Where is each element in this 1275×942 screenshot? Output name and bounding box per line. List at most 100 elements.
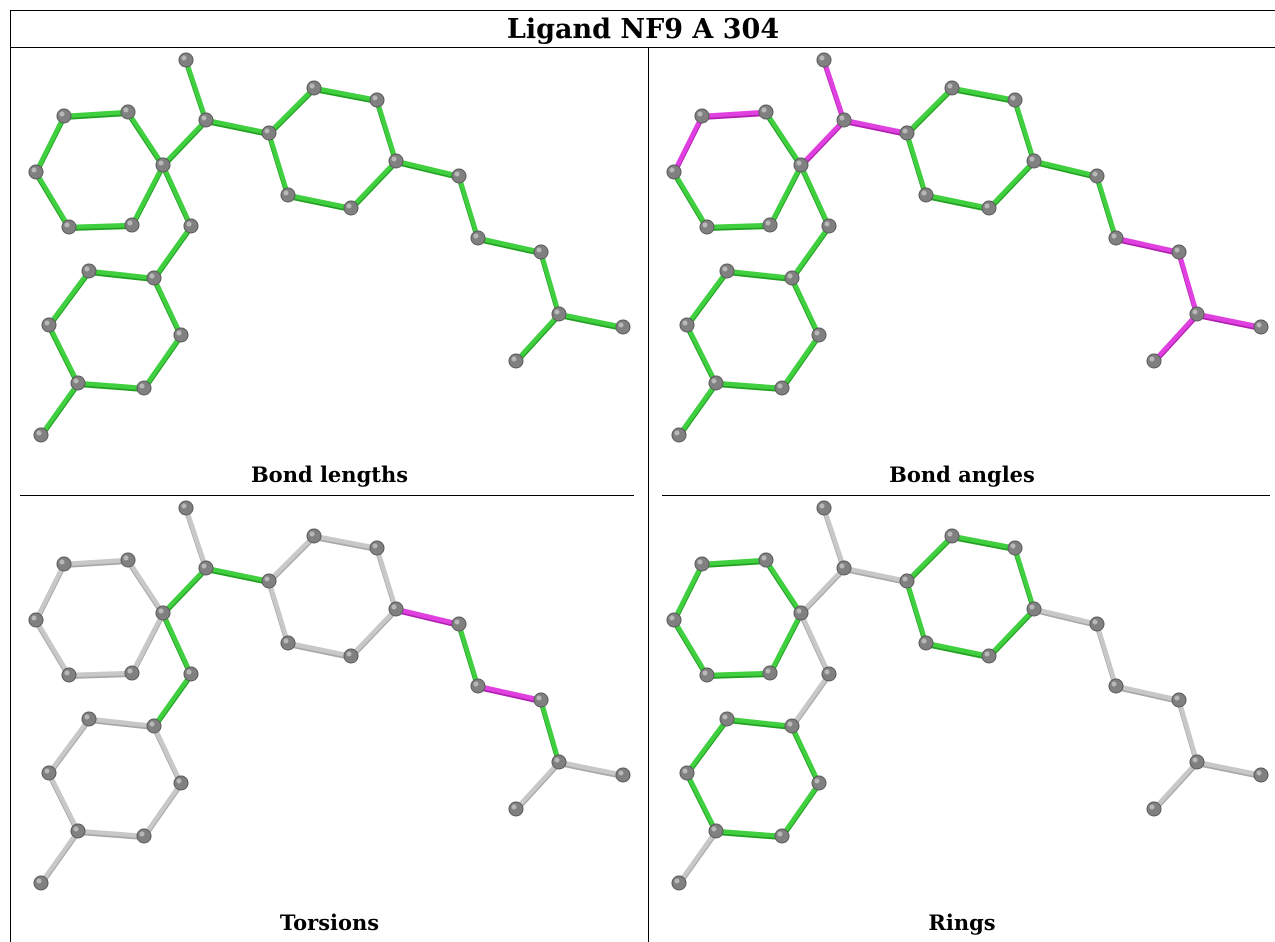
- atom: [793, 605, 809, 621]
- panel-bond-angles: Bond angles: [649, 48, 1275, 495]
- bond: [151, 671, 194, 729]
- bond: [311, 533, 380, 551]
- bond: [904, 85, 955, 136]
- bond: [160, 610, 194, 677]
- atom: [508, 353, 524, 369]
- atom: [1146, 801, 1162, 817]
- atom-highlight: [473, 681, 479, 687]
- atom-highlight: [702, 222, 708, 228]
- bond: [676, 380, 719, 438]
- atom-highlight: [554, 757, 560, 763]
- bond: [86, 268, 157, 281]
- bond: [798, 162, 832, 229]
- atom-highlight: [984, 203, 990, 209]
- atom: [615, 767, 631, 783]
- bond: [904, 578, 929, 646]
- atom: [280, 187, 296, 203]
- atom-highlight: [283, 638, 289, 644]
- atom: [136, 828, 152, 844]
- atom-highlight: [36, 878, 42, 884]
- bond: [1151, 759, 1200, 812]
- atom: [666, 164, 682, 180]
- atom: [70, 823, 86, 839]
- atom-highlight: [372, 543, 378, 549]
- bond: [374, 545, 399, 612]
- atom-highlight: [73, 378, 79, 384]
- bond: [33, 113, 67, 175]
- bond: [129, 610, 166, 676]
- atom: [918, 187, 934, 203]
- atom: [470, 678, 486, 694]
- atom-highlight: [64, 670, 70, 676]
- bond: [61, 557, 131, 567]
- atom: [762, 665, 778, 681]
- panel-bond-lengths: Bond lengths: [11, 48, 648, 495]
- bond: [779, 332, 822, 391]
- bond: [798, 117, 847, 168]
- atom: [694, 556, 710, 572]
- atom-highlight: [1029, 604, 1035, 610]
- atom: [261, 573, 277, 589]
- bond: [1094, 621, 1119, 689]
- bond: [556, 759, 626, 778]
- atom-highlight: [921, 638, 927, 644]
- bond: [767, 162, 804, 228]
- bond: [266, 85, 317, 136]
- atom: [124, 217, 140, 233]
- bond: [151, 275, 184, 338]
- atom: [1146, 353, 1162, 369]
- bond: [1151, 311, 1200, 364]
- bond: [151, 723, 184, 786]
- bond: [456, 173, 481, 241]
- bond: [724, 716, 795, 729]
- atom-highlight: [1010, 95, 1016, 101]
- atom-highlight: [1092, 619, 1098, 625]
- atom: [120, 104, 136, 120]
- atom: [981, 200, 997, 216]
- atom: [369, 540, 385, 556]
- bond: [66, 670, 135, 678]
- bond: [75, 828, 147, 839]
- atom-highlight: [1256, 770, 1262, 776]
- bond: [1176, 697, 1200, 765]
- left-border: [10, 10, 11, 942]
- atom: [136, 380, 152, 396]
- atom-highlight: [1111, 681, 1117, 687]
- bond: [46, 770, 81, 834]
- atom: [81, 711, 97, 727]
- atom-highlight: [1192, 309, 1198, 315]
- atom-highlight: [139, 831, 145, 837]
- atom: [1189, 306, 1205, 322]
- atom-highlight: [902, 128, 908, 134]
- atom: [699, 667, 715, 683]
- atom: [183, 666, 199, 682]
- bond: [125, 109, 166, 168]
- bond: [46, 268, 92, 328]
- atom-highlight: [84, 714, 90, 720]
- molecule-rings: [666, 500, 1269, 891]
- bond: [348, 606, 399, 659]
- atom-highlight: [127, 668, 133, 674]
- atom-highlight: [697, 559, 703, 565]
- bond: [151, 223, 194, 281]
- atom-highlight: [1092, 171, 1098, 177]
- atom-highlight: [824, 221, 830, 227]
- atom-highlight: [824, 669, 830, 675]
- atom: [451, 168, 467, 184]
- bond: [767, 610, 804, 676]
- atom-highlight: [264, 576, 270, 582]
- atom: [61, 667, 77, 683]
- atom: [178, 52, 194, 68]
- bond: [141, 332, 184, 391]
- atom: [821, 666, 837, 682]
- atom-highlight: [84, 266, 90, 272]
- bond: [684, 322, 719, 386]
- bond: [160, 565, 209, 616]
- atom: [719, 263, 735, 279]
- bond: [704, 670, 773, 678]
- atom-highlight: [796, 160, 802, 166]
- atom-highlight: [511, 356, 517, 362]
- bond: [1012, 97, 1037, 164]
- atom: [1171, 244, 1187, 260]
- bond: [1031, 606, 1100, 627]
